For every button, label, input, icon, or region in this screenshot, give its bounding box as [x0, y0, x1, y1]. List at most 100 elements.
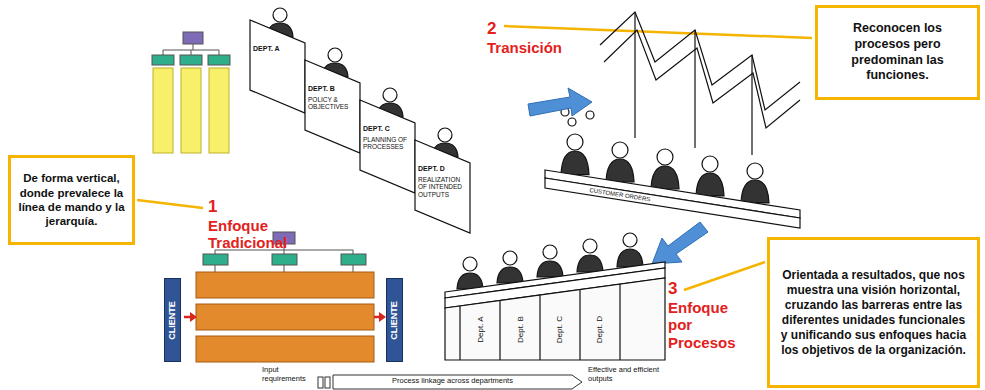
department-label: Dept. B [515, 317, 524, 344]
department-label: Dept. D [595, 316, 604, 343]
org-chart [209, 68, 229, 153]
process-cartoon [537, 261, 563, 277]
org-chart [183, 32, 203, 44]
description-callout: Reconocen los procesos pero predominan l… [815, 5, 980, 100]
flow-note: Input requirements [262, 366, 314, 383]
department-label: Dept. A [475, 317, 484, 343]
stage-title: Enfoque por Procesos [668, 299, 746, 351]
transition-cartoon [751, 55, 752, 155]
process-cartoon [503, 251, 517, 265]
department-cartoon [383, 88, 397, 102]
transition-cartoon [634, 12, 635, 138]
stage-number: 3 [668, 279, 677, 299]
process-org-chart [196, 336, 374, 362]
department-cartoon [438, 128, 452, 142]
department-cartoon [328, 48, 342, 62]
org-chart [181, 68, 201, 153]
stage-arrow [528, 88, 708, 264]
org-chart [219, 50, 220, 55]
process-cartoon [583, 239, 597, 253]
transition-cartoon [545, 12, 800, 228]
process-cartoon [543, 245, 557, 259]
transition-cartoon [702, 156, 718, 172]
org-chart [191, 50, 192, 55]
process-linkage-arrow [333, 375, 582, 389]
transition-cartoon [561, 151, 589, 175]
transition-cartoon [747, 163, 763, 179]
process-cartoon [463, 257, 477, 271]
process-cartoon [579, 290, 580, 360]
client-arrow [190, 312, 197, 322]
department-label: DEPT. D [418, 165, 445, 173]
transition-cartoon [651, 166, 679, 189]
department-cartoon [250, 8, 470, 233]
transition-cartoon [568, 118, 576, 126]
process-cartoon [445, 278, 665, 360]
process-cartoon [499, 301, 500, 361]
leader-line [504, 26, 812, 38]
leader-line [684, 262, 765, 290]
org-chart [152, 32, 230, 153]
client-text: CLIENTE [390, 301, 399, 340]
process-org-chart [215, 265, 216, 272]
transition-cartoon [612, 142, 628, 158]
org-chart [208, 55, 230, 65]
department-label: Dept. C [555, 316, 564, 343]
department-cartoon [360, 100, 415, 193]
process-cartoon [445, 233, 665, 360]
function-label: POLICY & OBJECTIVES [308, 96, 358, 111]
process-org-chart [272, 254, 297, 265]
function-label: REALIZATION OF INTENDED OUTPUTS [418, 176, 468, 198]
org-chart [152, 55, 174, 65]
department-label: DEPT. C [363, 125, 390, 133]
process-org-chart [341, 254, 366, 265]
transition-cartoon [567, 134, 583, 150]
department-cartoon [415, 140, 470, 233]
department-cartoon [305, 60, 360, 153]
transition-cartoon [696, 173, 724, 196]
transition-cartoon [741, 180, 769, 203]
process-org-chart [196, 232, 374, 362]
stage-number: 1 [208, 197, 217, 217]
client-arrow [379, 312, 386, 322]
client-text: CLIENTE [168, 301, 177, 340]
process-org-chart [353, 265, 354, 272]
org-chart [153, 68, 173, 153]
process-cartoon [539, 295, 540, 360]
transition-cartoon [657, 149, 673, 165]
transition-cartoon [606, 159, 634, 182]
process-cartoon [617, 249, 643, 267]
stage-number: 2 [487, 19, 496, 39]
description-callout: De forma vertical, donde prevalece la lí… [8, 155, 135, 245]
process-org-chart [284, 265, 285, 272]
client-arrow [184, 316, 191, 319]
org-chart [163, 50, 164, 55]
stage-arrow [528, 88, 592, 116]
flow-note: Process linkage across departments [333, 377, 572, 386]
process-linkage-arrow [325, 377, 330, 388]
callout-text: De forma vertical, donde prevalece la lí… [18, 171, 125, 229]
leader-line [137, 200, 203, 208]
transition-cartoon [604, 30, 800, 128]
process-cartoon [623, 233, 637, 247]
client-box: CLIENTE [386, 278, 403, 362]
org-chart [193, 44, 194, 50]
transition-cartoon [694, 30, 695, 148]
process-cartoon [577, 255, 603, 272]
stage-title: Transición [487, 39, 562, 56]
transition-cartoon [586, 111, 594, 119]
process-cartoon [457, 273, 483, 289]
department-label: DEPT. A [253, 45, 280, 53]
function-label: PLANNING OF PROCESSES [363, 136, 413, 151]
stage-title: Enfoque Tradicional [208, 217, 308, 252]
callout-text: Reconocen los procesos pero predominan l… [825, 21, 970, 84]
flow-note: Effective and efficient outputs [588, 366, 660, 383]
process-cartoon [497, 267, 523, 283]
process-org-chart [196, 304, 374, 330]
leader-line [137, 26, 812, 290]
client-box: CLIENTE [164, 278, 181, 362]
process-cartoon [459, 306, 460, 360]
client-arrow [184, 312, 386, 322]
callout-text: Orientada a resultados, que nos muestra … [777, 268, 970, 358]
